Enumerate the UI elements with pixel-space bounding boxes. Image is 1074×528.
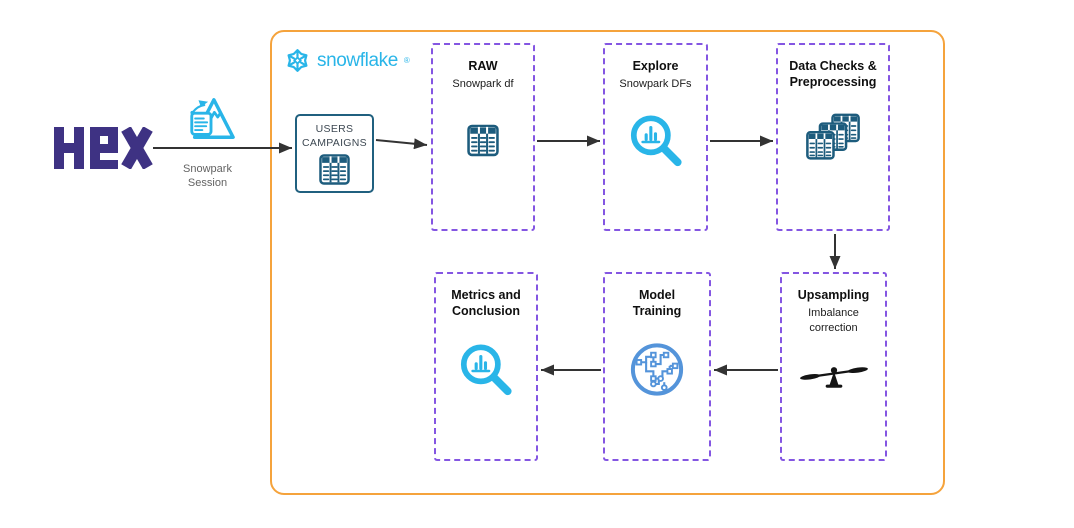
node-title: RAW [468, 59, 498, 73]
node-title-line2: Training [632, 304, 682, 319]
magnifier-chart-icon [625, 110, 687, 177]
hex-logo-glyphs [54, 126, 153, 170]
node-data-checks: Data Checks & Preprocessing [776, 43, 890, 231]
source-table-name-campaigns: CAMPAIGNS [302, 136, 367, 149]
node-upsampling: Upsampling Imbalance correction [780, 272, 887, 461]
node-subtitle-line2: correction [809, 321, 858, 334]
snowflake-wordmark: snowflake [317, 50, 398, 71]
node-title-line1: Data Checks & [789, 59, 877, 73]
node-title: Explore [632, 59, 679, 73]
node-title-line1: Metrics and [451, 288, 521, 302]
node-title-line1: Model [638, 288, 676, 302]
neural-network-icon [628, 341, 686, 404]
snowflake-icon [284, 47, 311, 74]
node-metrics-conclusion: Metrics and Conclusion [434, 272, 538, 461]
mountain-notes-icon [186, 94, 236, 149]
snowpark-session-label: Snowpark Session [160, 162, 255, 190]
source-tables-box: USERS CAMPAIGNS [295, 114, 374, 193]
node-subtitle-line1: Imbalance [808, 307, 859, 320]
node-subtitle: Snowpark DFs [619, 78, 692, 91]
session-label-line2: Session [187, 177, 228, 190]
node-title: Upsampling [797, 288, 870, 302]
table-icon [297, 153, 372, 191]
source-table-name-users: USERS [315, 123, 354, 135]
snowflake-logo: snowflake ® [284, 47, 410, 74]
balance-scale-icon [797, 355, 871, 397]
magnifier-chart-icon [455, 339, 517, 406]
node-title-line2: Conclusion [451, 304, 521, 319]
table-icon [466, 124, 500, 163]
node-explore: Explore Snowpark DFs [603, 43, 708, 231]
hex-logo [54, 126, 154, 170]
node-model-training: Model Training [603, 272, 711, 461]
node-subtitle: Snowpark df [452, 78, 514, 91]
session-label-line1: Snowpark [183, 163, 232, 175]
stacked-tables-icon [804, 112, 862, 175]
registered-mark: ® [403, 56, 410, 65]
node-title-line2: Preprocessing [789, 75, 877, 90]
node-raw: RAW Snowpark df [431, 43, 535, 231]
